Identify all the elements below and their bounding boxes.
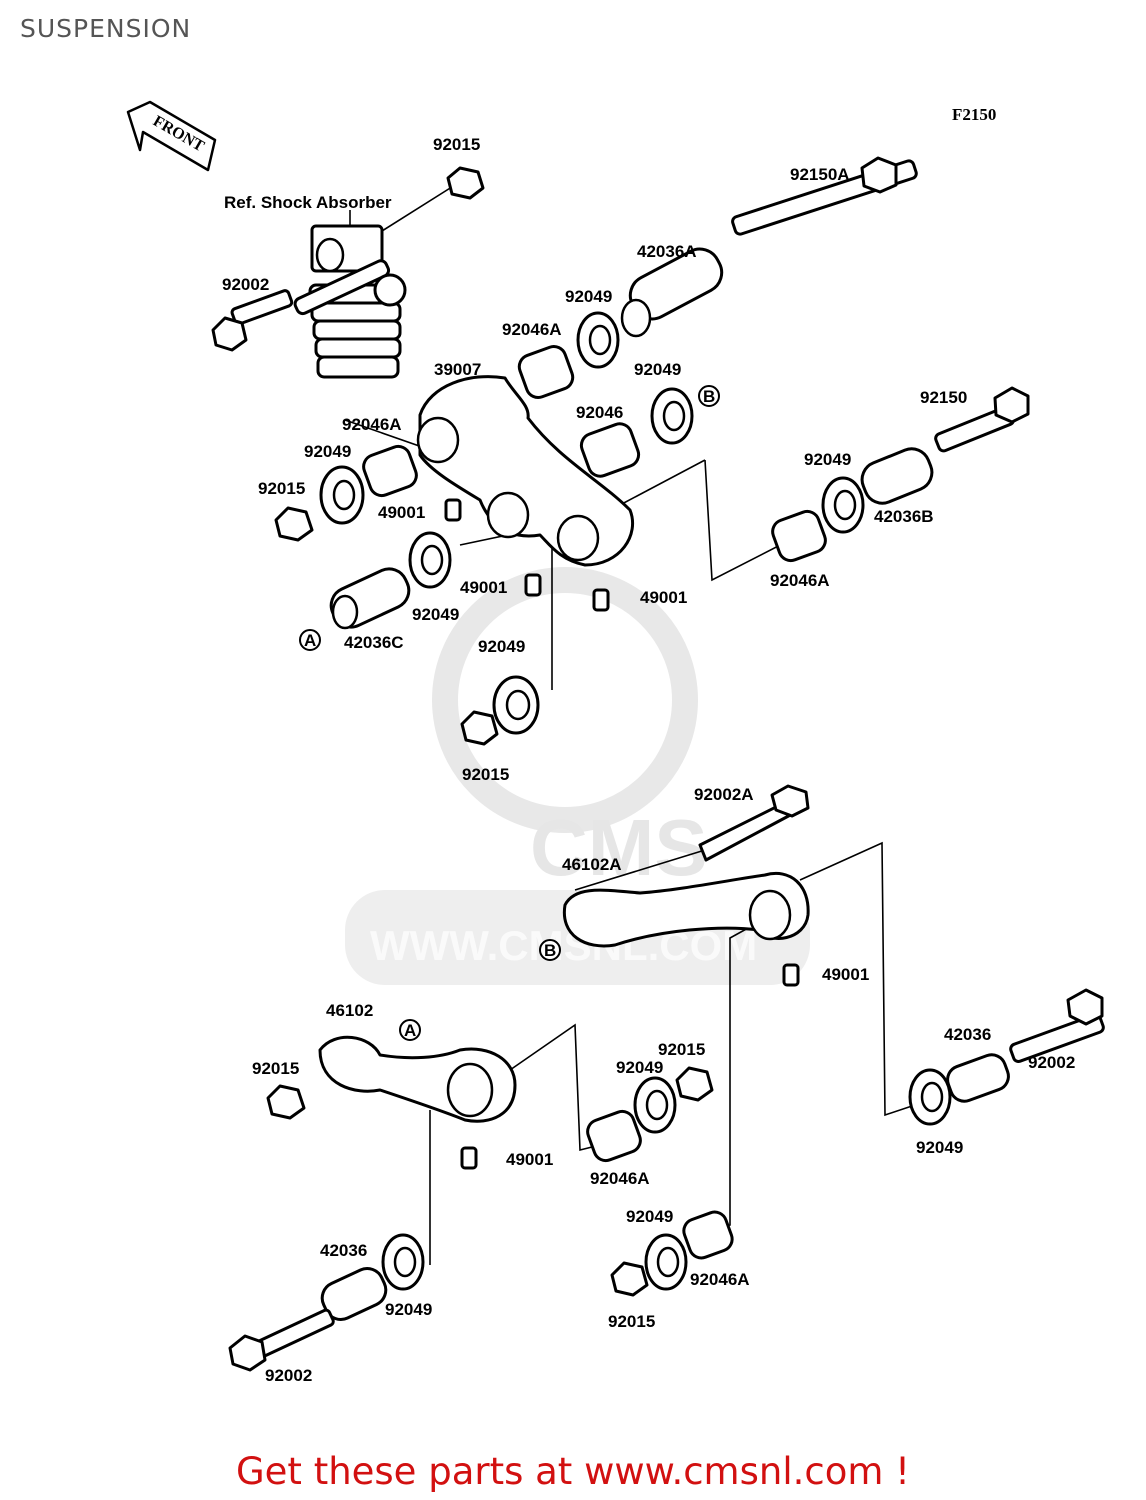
part-label: 92046 <box>576 403 623 422</box>
bolt-92150 <box>934 386 1030 453</box>
part-label: 92049 <box>916 1138 963 1157</box>
ref-shock-absorber <box>293 224 407 379</box>
part-label: 92002A <box>694 785 754 804</box>
tie-rod-46102 <box>266 1035 517 1170</box>
nut-92015-left <box>274 506 314 542</box>
page-title: SUSPENSION <box>20 14 192 43</box>
part-label: 92049 <box>565 287 612 306</box>
part-label: 92049 <box>412 605 459 624</box>
seal-92049-lower-mid <box>644 1233 688 1291</box>
lower-hardware <box>228 988 1105 1372</box>
part-label: 92046A <box>342 415 402 434</box>
part-label: 42036 <box>944 1025 991 1044</box>
collar-42036-right <box>946 1053 1010 1103</box>
nut-92015-top <box>446 166 485 200</box>
part-label: 49001 <box>640 588 687 607</box>
part-label: 42036B <box>874 507 934 526</box>
part-label: 92002 <box>222 275 269 294</box>
part-label: 92015 <box>433 135 480 154</box>
seal-92049-right <box>650 387 694 445</box>
watermark-logo: CMS <box>530 803 708 892</box>
part-label: 92049 <box>634 360 681 379</box>
part-label: 49001 <box>460 578 507 597</box>
part-label: 92046A <box>502 320 562 339</box>
nut-92015-mid <box>675 1066 714 1102</box>
collar-42036C <box>329 567 411 630</box>
ref-markers: B A B A <box>299 385 720 1041</box>
part-label: 92002 <box>1028 1053 1075 1072</box>
grease-nipples-upper <box>444 498 610 612</box>
part-labels: Ref. Shock Absorber 92015 92002 92150A 4… <box>222 135 1075 1385</box>
bolt-92150A <box>731 156 918 236</box>
part-label: 92049 <box>478 637 525 656</box>
part-label: 92002 <box>265 1366 312 1385</box>
seal-92049-bottom <box>492 675 540 735</box>
shock-callout: Ref. Shock Absorber <box>224 193 392 212</box>
nut-92015-46102 <box>266 1084 306 1120</box>
bearing-92046A-lower <box>682 1210 734 1260</box>
part-label: 42036C <box>344 633 404 652</box>
ref-b-lower: B <box>544 941 556 960</box>
part-label: 49001 <box>378 503 425 522</box>
tie-rod-46102A <box>562 784 810 987</box>
bearing-92046A-left <box>362 444 418 498</box>
seal-92049-mid <box>633 1076 677 1134</box>
part-label: 92046A <box>690 1270 750 1289</box>
part-label: 92150A <box>790 165 850 184</box>
seal-92049-lower <box>408 531 452 589</box>
seal-92049-lower-left <box>381 1233 425 1291</box>
part-label: 49001 <box>822 965 869 984</box>
ref-b-upper: B <box>703 387 715 406</box>
bolt-92002-right <box>1009 988 1105 1063</box>
part-label: 92150 <box>920 388 967 407</box>
part-label: 92049 <box>385 1300 432 1319</box>
bearing-92046A-b <box>771 509 827 563</box>
seal-92049-left <box>319 465 365 525</box>
collar-42036B <box>860 447 934 505</box>
part-label: 92046A <box>770 571 830 590</box>
ref-a-lower: A <box>404 1021 416 1040</box>
nut-92015-lower <box>610 1261 649 1297</box>
part-label: 92049 <box>626 1207 673 1226</box>
seal-92049-right-lower <box>908 1068 952 1126</box>
seal-92049-top <box>576 311 620 369</box>
front-direction-arrow: FRONT <box>126 100 217 172</box>
part-label: 92049 <box>304 442 351 461</box>
bearing-92046A-mid <box>586 1109 642 1163</box>
part-label: 49001 <box>506 1150 553 1169</box>
part-label: 92015 <box>258 479 305 498</box>
bolt-92002-top <box>211 289 294 352</box>
part-label: 42036A <box>637 242 697 261</box>
grease-nipple-46102A <box>782 963 800 987</box>
part-label: 39007 <box>434 360 481 379</box>
part-label: 46102 <box>326 1001 373 1020</box>
part-label: 42036 <box>320 1241 367 1260</box>
bolt-92002-lower <box>228 1308 335 1372</box>
ref-a-upper: A <box>304 631 316 650</box>
nut-92015-bottom <box>460 710 499 746</box>
left-pivot-hardware <box>274 444 540 746</box>
collar-42036-lower <box>320 1267 388 1321</box>
upper-hardware <box>211 156 1030 563</box>
part-label: 92015 <box>462 765 509 784</box>
seal-92049-b <box>821 476 865 534</box>
footer-banner[interactable]: Get these parts at www.cmsnl.com ! <box>235 1450 910 1493</box>
part-label: 92015 <box>608 1312 655 1331</box>
part-label: 92015 <box>658 1040 705 1059</box>
bearing-92046A-top <box>517 344 575 400</box>
collar-42036A <box>620 247 724 338</box>
part-label: 46102A <box>562 855 622 874</box>
watermark-mascot <box>432 567 698 833</box>
grease-nipple-46102 <box>460 1146 478 1170</box>
rocker-arm-39007 <box>416 375 635 567</box>
part-label: 92015 <box>252 1059 299 1078</box>
part-label: 92046A <box>590 1169 650 1188</box>
bearing-92046 <box>579 422 641 478</box>
part-label: 92049 <box>804 450 851 469</box>
figure-code: F2150 <box>952 105 996 124</box>
part-label: 92049 <box>616 1058 663 1077</box>
